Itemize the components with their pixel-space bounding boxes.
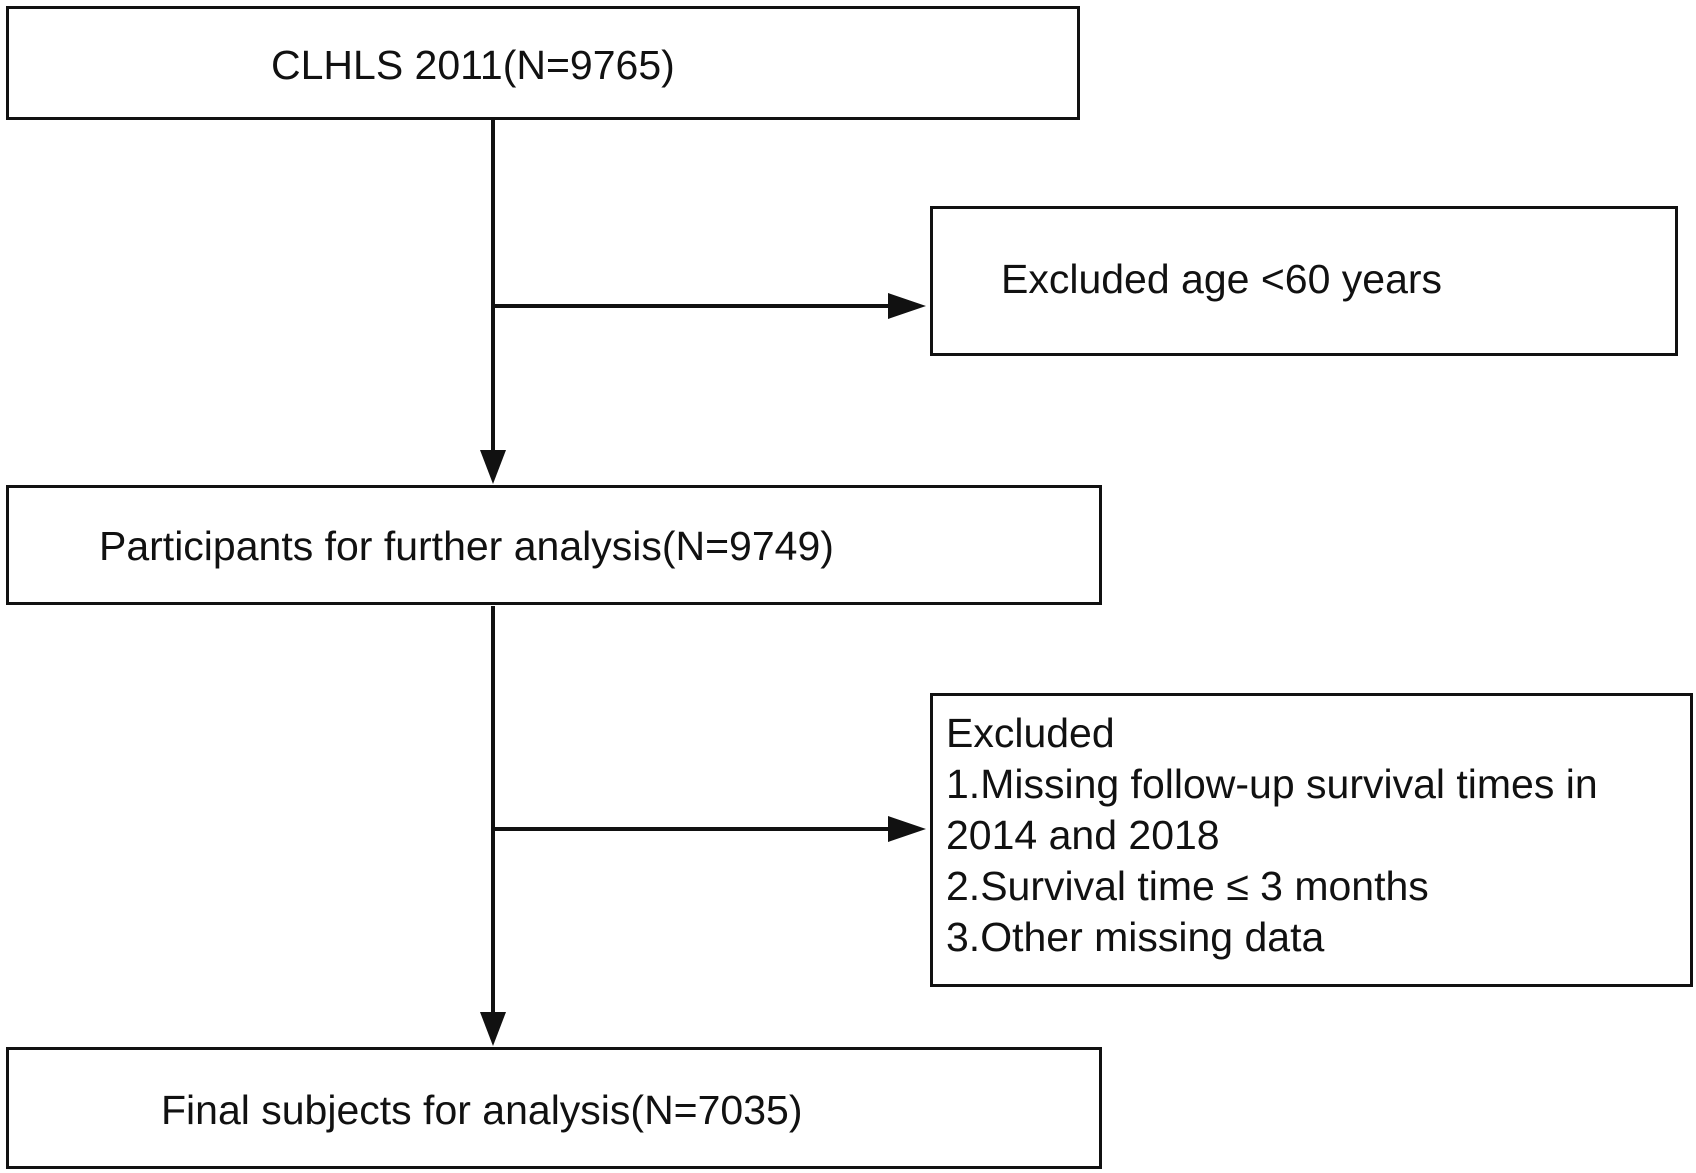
- exclusion-box-2: Excluded 1.Missing follow-up survival ti…: [930, 693, 1693, 987]
- exclusion-2-heading: Excluded: [946, 710, 1115, 756]
- arrowhead-start-to-further: [480, 450, 506, 484]
- exclusion-2-line: 2.Survival time ≤ 3 months: [946, 863, 1429, 909]
- exclusion-2-line: 1.Missing follow-up survival times in: [946, 761, 1598, 807]
- arrowhead-further-to-final: [480, 1012, 506, 1046]
- start-box: CLHLS 2011(N=9765): [6, 6, 1080, 120]
- further-analysis-label: Participants for further analysis(N=9749…: [99, 523, 834, 569]
- exclusion-2-line: 2014 and 2018: [946, 812, 1220, 858]
- exclusion-1-label: Excluded age <60 years: [1001, 256, 1443, 302]
- final-subjects-box: Final subjects for analysis(N=7035): [6, 1047, 1102, 1169]
- arrowhead-exclusion-1: [888, 293, 926, 319]
- exclusion-2-text: Excluded 1.Missing follow-up survival ti…: [946, 708, 1598, 963]
- arrowhead-exclusion-2: [888, 816, 926, 842]
- start-label: CLHLS 2011(N=9765): [271, 42, 675, 88]
- exclusion-box-1: Excluded age <60 years: [930, 206, 1678, 356]
- final-subjects-label: Final subjects for analysis(N=7035): [161, 1087, 803, 1133]
- exclusion-2-line: 3.Other missing data: [946, 914, 1325, 960]
- further-analysis-box: Participants for further analysis(N=9749…: [6, 485, 1102, 605]
